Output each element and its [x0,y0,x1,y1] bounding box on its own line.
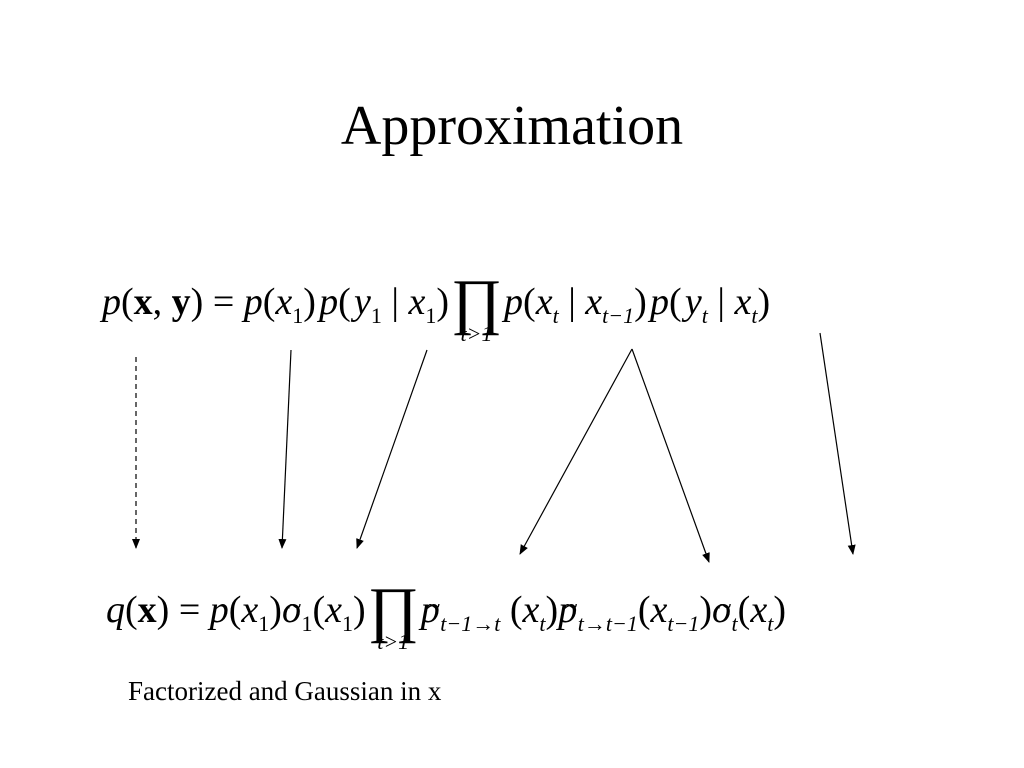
subscript: 1 [370,303,382,328]
var-x: x [734,281,752,323]
arrow-forward-message [519,348,633,555]
subscript: t [731,611,738,636]
paren: ) [436,281,449,323]
paren: ) [303,281,316,323]
equals-sign: = [178,589,201,631]
term-q: q [106,589,125,631]
term-o: o [711,589,731,631]
arrow-observation-1 [356,349,428,549]
term-p: p [102,281,121,323]
paren: ( [668,281,682,323]
subscript: t [767,611,774,636]
paren: ( [637,589,651,631]
var-x: x [650,589,668,631]
paren: ( [509,589,523,631]
term-p: p [319,281,339,323]
conditional-bar: | [391,281,399,323]
subscript: t−1 [602,303,635,328]
subscript: 1 [425,303,437,328]
term-p: p [243,281,263,323]
product-operator: ∏t>1 [451,263,502,345]
var-y: y [684,281,702,323]
arrow-backward-message [631,348,710,563]
paren: ( [125,589,138,631]
term-p: p [649,281,669,323]
tilde-accent: ~ [426,592,441,621]
var-x: x [522,589,540,631]
product-subscript: t>1 [460,321,493,346]
var-x-bold: x [133,281,153,323]
product-symbol: ∏ [450,268,503,336]
var-x: x [585,281,603,323]
subscript: 1 [342,611,354,636]
subscript: 1 [292,303,304,328]
paren: ) [699,589,712,631]
paren: ) [190,281,204,323]
subscript: t [751,303,758,328]
paren: ) [757,281,771,323]
term-p: p [558,589,578,631]
equals-sign: = [212,281,235,323]
subscript: t [539,611,546,636]
subscript: t [701,303,708,328]
paren: ) [545,589,559,631]
subscript: t→t−1 [577,611,638,636]
paren: ( [523,281,536,323]
subscript: t [552,303,559,328]
var-x: x [750,589,768,631]
paren: ) [269,589,282,631]
var-y: y [353,281,371,323]
paren: ( [121,281,134,323]
subscript: t−1 [667,611,700,636]
paren: ( [312,589,326,631]
tilde-accent: ~ [717,592,732,621]
var-x: x [535,281,553,323]
conditional-bar: | [717,281,725,323]
var-x: x [275,281,293,323]
tilde-accent: ~ [563,592,578,621]
arrow-observation-t [819,332,856,555]
paren: ) [353,589,366,631]
caption-text: Factorized and Gaussian in x [128,676,442,706]
var-x-bold: x [137,589,157,631]
paren: ( [228,589,242,631]
product-subscript: t>1 [377,629,410,654]
term-p: p [420,589,440,631]
paren: ) [634,281,647,323]
subscript: 1 [258,611,270,636]
subscript: 1 [301,611,313,636]
tilde-accent: ~ [287,592,302,621]
arrow-prior [278,349,292,549]
conditional-bar: | [568,281,576,323]
var-x: x [241,589,259,631]
paren: ) [156,589,170,631]
paren: ) [773,589,786,631]
term-p: p [504,281,524,323]
var-x: x [408,281,426,323]
term-o: o [281,589,301,631]
paren: ( [338,281,351,323]
comma: , [152,281,163,323]
product-operator: ∏t>1 [368,571,419,653]
var-x: x [325,589,343,631]
term-p: p [209,589,229,631]
var-y-bold: y [171,281,191,323]
subscript: t−1→t [440,611,501,636]
product-symbol: ∏ [367,576,419,644]
slide-title: Approximation [340,95,684,157]
paren: ( [262,281,276,323]
paren: ( [737,589,751,631]
